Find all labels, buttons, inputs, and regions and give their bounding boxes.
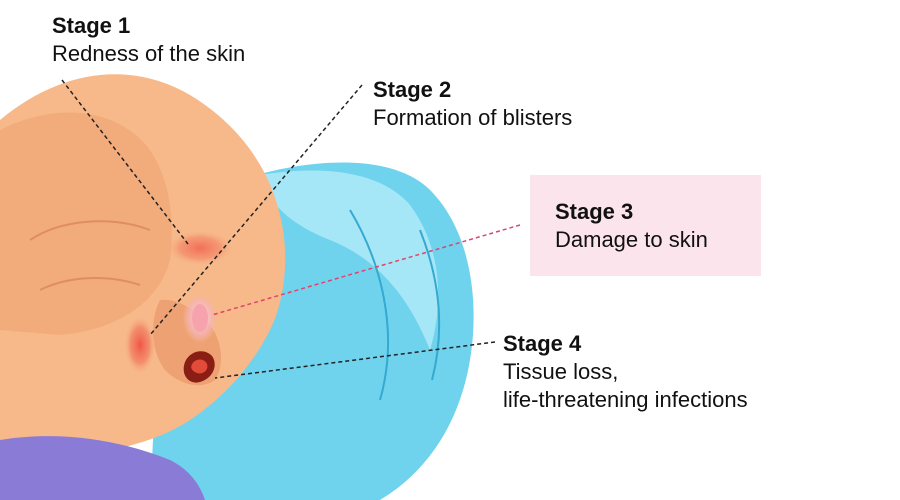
stage2-title: Stage 2 bbox=[373, 77, 452, 102]
stage1-description: Redness of the skin bbox=[52, 41, 246, 66]
stage2-blister-spot bbox=[124, 315, 156, 375]
skin-crease bbox=[39, 277, 141, 291]
stage3-damage-core bbox=[192, 304, 208, 332]
pillow-fold-line bbox=[349, 209, 390, 401]
stage4-title: Stage 4 bbox=[503, 331, 582, 356]
stage4-leader-line bbox=[214, 341, 496, 379]
stage3-label: Stage 3 Damage to skin bbox=[555, 198, 708, 254]
stage3-leader-line bbox=[211, 224, 521, 316]
stage4-label: Stage 4 Tissue loss, life-threatening in… bbox=[503, 330, 748, 414]
stage1-title: Stage 1 bbox=[52, 13, 131, 38]
pillow-fold-line bbox=[419, 229, 441, 381]
pillow-highlight bbox=[260, 170, 439, 350]
stage4-wound-inner bbox=[191, 359, 208, 374]
stage1-label: Stage 1 Redness of the skin bbox=[52, 12, 245, 68]
stage2-description: Formation of blisters bbox=[373, 105, 573, 130]
neck-skin bbox=[0, 112, 172, 335]
stage4-description-line1: Tissue loss, bbox=[503, 359, 619, 384]
stage3-highlight-box bbox=[530, 175, 761, 276]
stage2-label: Stage 2 Formation of blisters bbox=[373, 76, 572, 132]
blanket bbox=[0, 436, 205, 500]
skin-crease bbox=[29, 220, 151, 241]
stage3-description: Damage to skin bbox=[555, 227, 708, 252]
stage2-leader-line bbox=[149, 84, 363, 336]
stage3-title: Stage 3 bbox=[555, 199, 634, 224]
stage4-description-line2: life-threatening infections bbox=[503, 387, 748, 412]
